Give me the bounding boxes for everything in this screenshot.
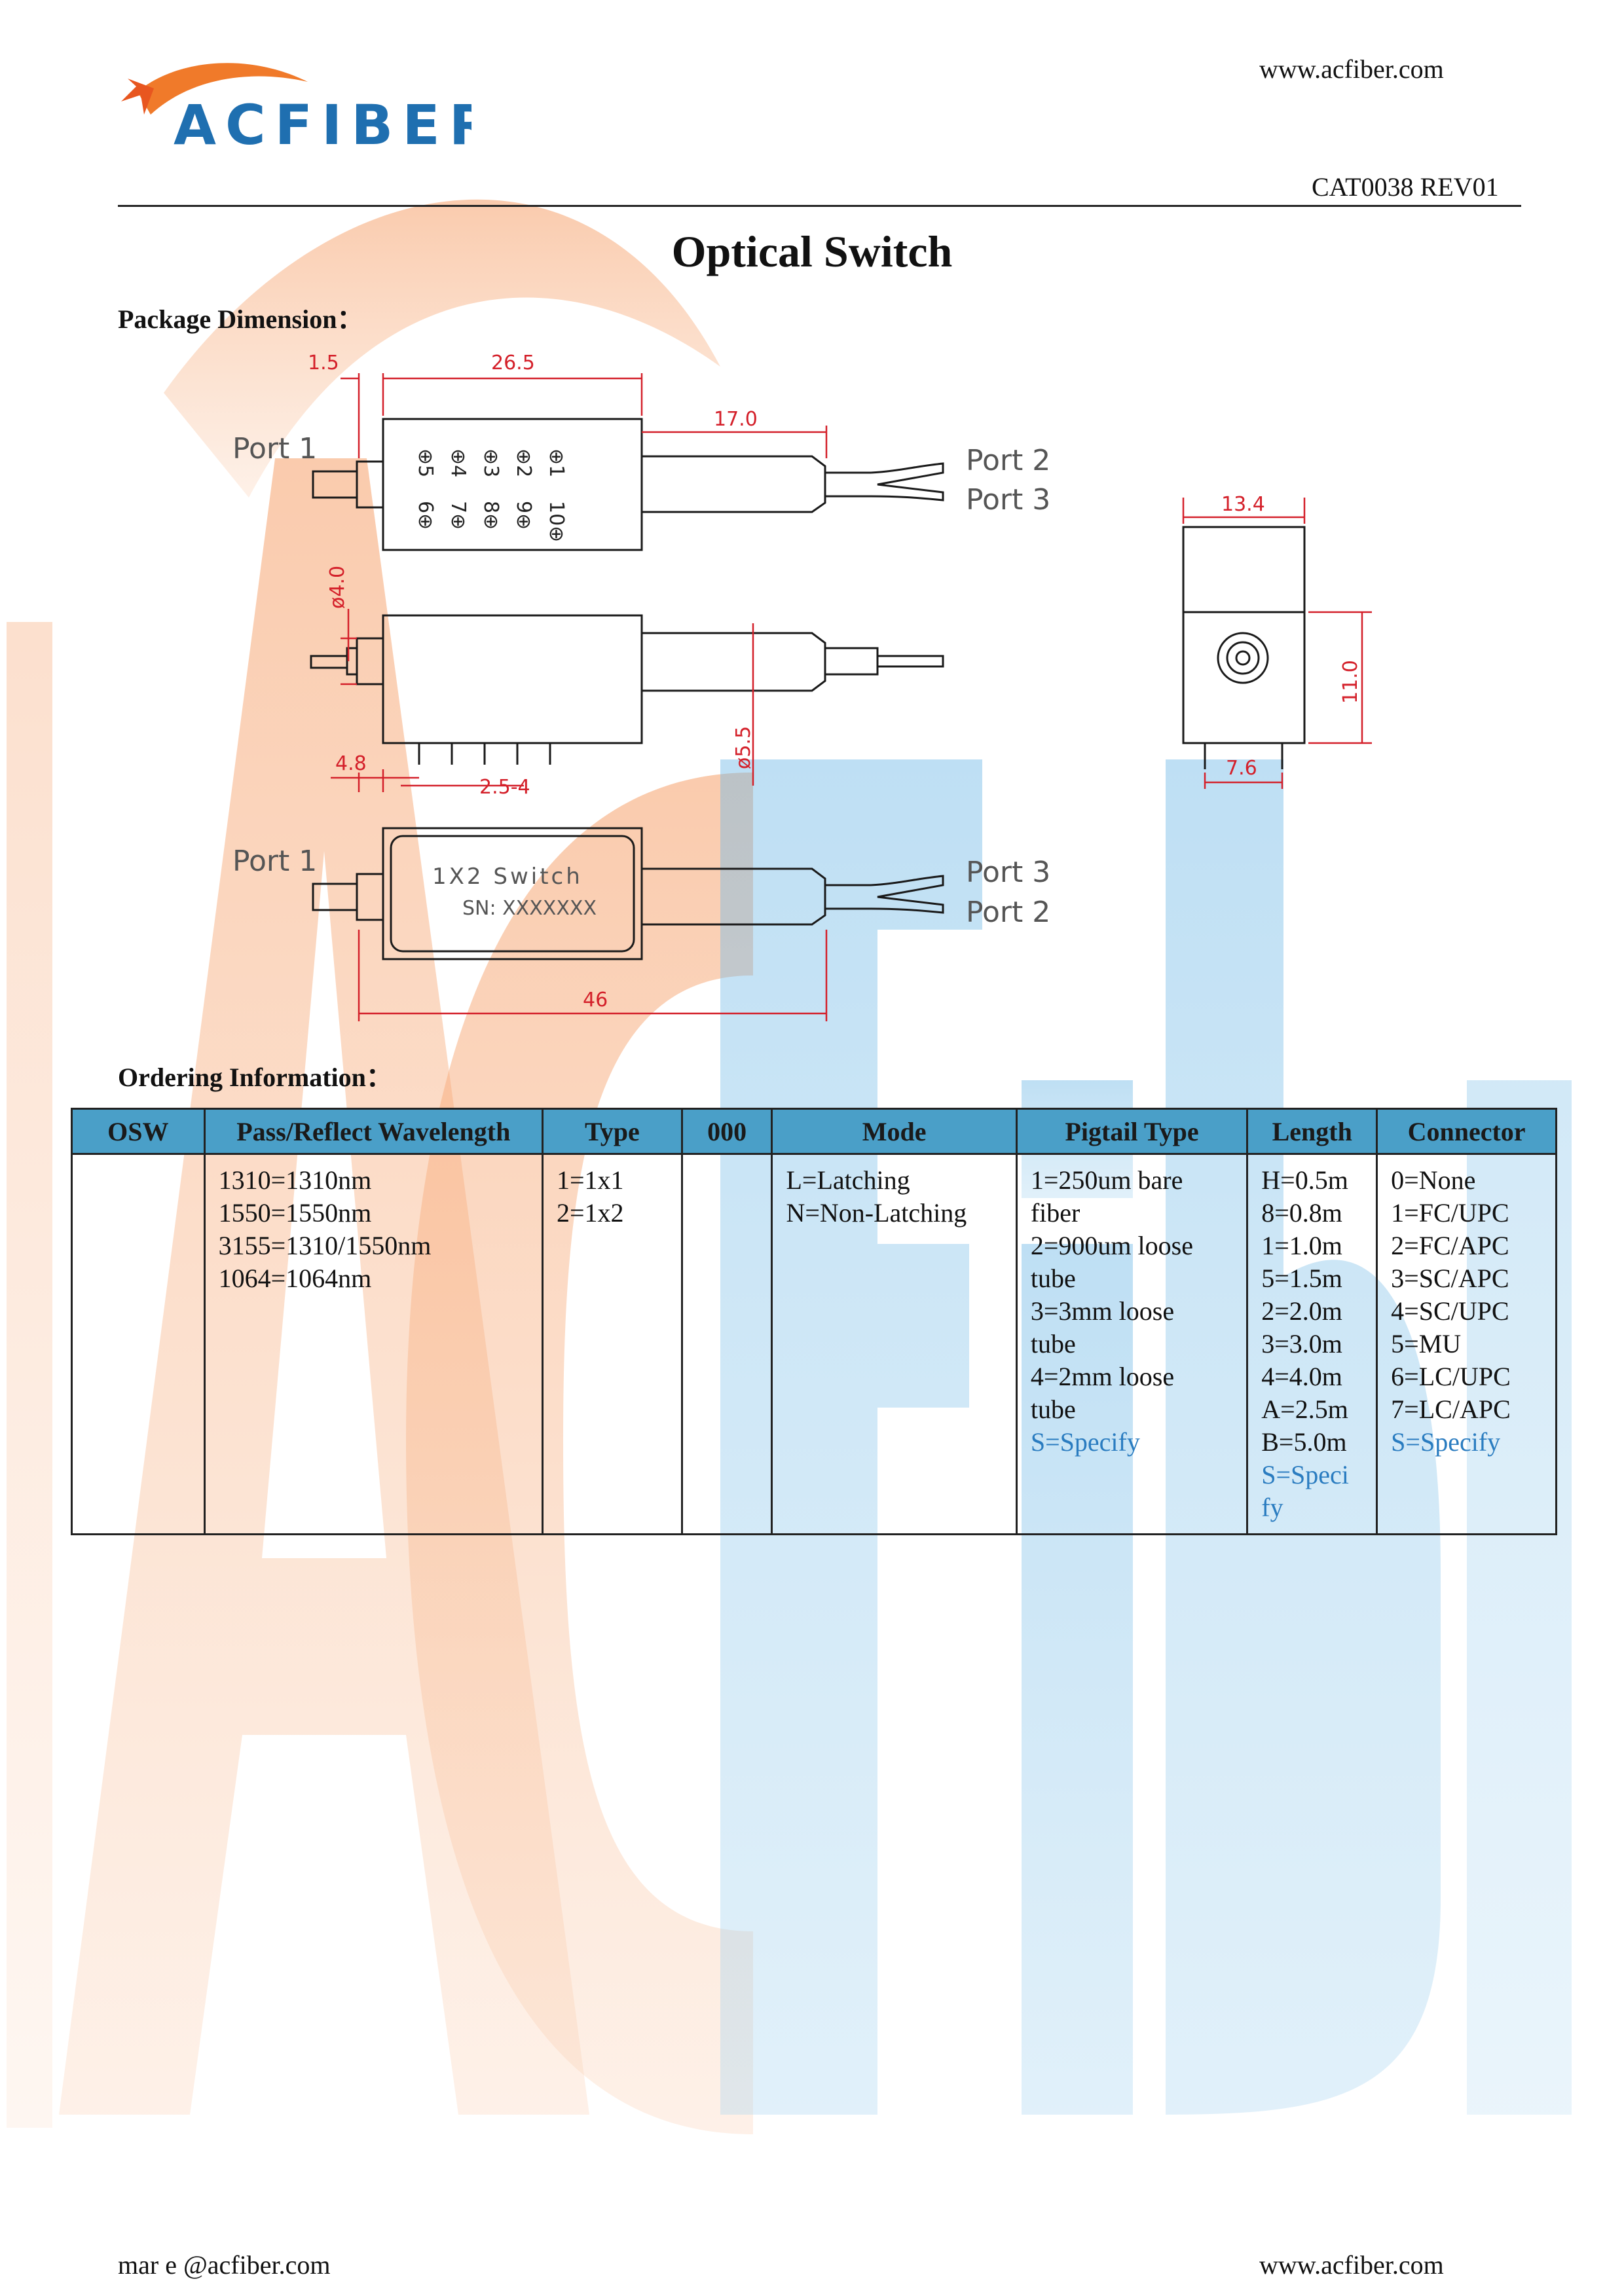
pigtail-option: tube [1030, 1329, 1076, 1358]
connector-option: 1=FC/UPC [1391, 1198, 1509, 1228]
bottom-view-port-3: Port 3 [966, 856, 1050, 889]
wavelength-option: 1550=1550nm [218, 1198, 372, 1228]
cell-length: H=0.5m 8=0.8m 1=1.0m 5=1.5m 2=2.0m 3=3.0… [1246, 1153, 1378, 1535]
top-view-port-3: Port 3 [966, 483, 1050, 517]
connector-option: 0=None [1391, 1165, 1476, 1195]
length-option: 1=1.0m [1261, 1231, 1342, 1260]
header-length: Length [1246, 1108, 1378, 1155]
cell-type: 1=1x1 2=1x2 [541, 1153, 683, 1535]
header-type: Type [541, 1108, 683, 1155]
header-divider [118, 205, 1521, 207]
dim-1-5: 1.5 [308, 352, 339, 374]
length-option: 2=2.0m [1261, 1296, 1342, 1326]
wavelength-option: 1310=1310nm [218, 1165, 372, 1195]
dim-4-8: 4.8 [335, 752, 367, 775]
length-option: 3=3.0m [1261, 1329, 1342, 1358]
mode-option: L=Latching [786, 1165, 910, 1195]
header-website[interactable]: www.acfiber.com [1259, 54, 1444, 84]
pin-label-1: ⊕1 [545, 448, 568, 477]
connector-specify-option: S=Specify [1391, 1427, 1501, 1457]
pin-label-4: ⊕4 [447, 448, 470, 477]
pigtail-option: 4=2mm loose [1030, 1362, 1175, 1391]
pin-numbers: ⊕5 ⊕4 ⊕3 ⊕2 ⊕1 6⊕ 7⊕ 8⊕ 9⊕ 10⊕ [414, 448, 568, 542]
connector-option: 2=FC/APC [1391, 1231, 1509, 1260]
length-option: H=0.5m [1261, 1165, 1348, 1195]
dim-diameter-5-5: ø5.5 [732, 726, 755, 769]
connector-option: 3=SC/APC [1391, 1264, 1509, 1293]
header-connector: Connector [1376, 1108, 1557, 1155]
ordering-information-heading: Ordering Information： [118, 1063, 392, 1092]
length-option: A=2.5m [1261, 1394, 1348, 1424]
table-row: 1310=1310nm 1550=1550nm 3155=1310/1550nm… [71, 1153, 1557, 1535]
header-wavelength: Pass/Reflect Wavelength [203, 1108, 544, 1155]
header-osw: OSW [71, 1108, 206, 1155]
header-mode: Mode [771, 1108, 1018, 1155]
pin-label-6: 6⊕ [414, 501, 437, 530]
pigtail-specify-option: S=Specify [1030, 1427, 1140, 1457]
type-option: 1=1x1 [556, 1165, 624, 1195]
dim-26-5: 26.5 [491, 352, 535, 374]
pigtail-option: 2=900um loose [1030, 1231, 1193, 1260]
brand-name: ACFIBER [174, 93, 471, 157]
dim-46: 46 [583, 989, 608, 1011]
pigtail-option: 1=250um bare [1030, 1165, 1183, 1195]
bottom-view-port-2: Port 2 [966, 896, 1050, 929]
wavelength-option: 1064=1064nm [218, 1264, 372, 1293]
header-pigtail-type: Pigtail Type [1015, 1108, 1249, 1155]
connector-option: 6=LC/UPC [1391, 1362, 1511, 1391]
catalog-code: CAT0038 REV01 [1312, 172, 1499, 202]
table-header-row: OSW Pass/Reflect Wavelength Type 000 Mod… [71, 1108, 1557, 1155]
pin-label-7: 7⊕ [447, 501, 470, 530]
pin-label-10: 10⊕ [545, 501, 568, 542]
cell-000 [680, 1153, 773, 1535]
dim-2-5-4: 2.5-4 [479, 776, 530, 799]
top-view-port-2: Port 2 [966, 444, 1050, 477]
cell-pigtail-type: 1=250um bare fiber 2=900um loose tube 3=… [1015, 1153, 1249, 1535]
device-label: 1X2 Switch SN: XXXXXXX [432, 864, 597, 920]
pin-label-8: 8⊕ [479, 501, 502, 530]
device-model-label: 1X2 Switch [432, 864, 583, 890]
length-option: 4=4.0m [1261, 1362, 1342, 1391]
dim-17-0: 17.0 [714, 408, 758, 431]
cell-connector: 0=None 1=FC/UPC 2=FC/APC 3=SC/APC 4=SC/U… [1376, 1153, 1557, 1535]
connector-option: 5=MU [1391, 1329, 1462, 1358]
pigtail-option: fiber [1030, 1198, 1080, 1228]
pigtail-option: tube [1030, 1394, 1076, 1424]
type-option: 2=1x2 [556, 1198, 624, 1228]
length-option: 5=1.5m [1261, 1264, 1342, 1293]
footer-email[interactable]: mar e @acfiber.com [118, 2250, 331, 2280]
package-dimension-drawing: ⊕5 ⊕4 ⊕3 ⊕2 ⊕1 6⊕ 7⊕ 8⊕ 9⊕ 10⊕ 1.5 26 [232, 352, 1372, 1021]
connector-option: 7=LC/APC [1391, 1394, 1511, 1424]
length-option: 8=0.8m [1261, 1198, 1342, 1228]
wavelength-option: 3155=1310/1550nm [218, 1231, 432, 1260]
length-option: B=5.0m [1261, 1427, 1347, 1457]
dim-13-4: 13.4 [1221, 493, 1265, 516]
cell-mode: L=Latching N=Non-Latching [771, 1153, 1018, 1535]
cell-wavelength: 1310=1310nm 1550=1550nm 3155=1310/1550nm… [203, 1153, 544, 1535]
device-serial-label: SN: XXXXXXX [462, 897, 597, 920]
ordering-table: OSW Pass/Reflect Wavelength Type 000 Mod… [71, 1108, 1557, 1535]
cell-osw [71, 1153, 206, 1535]
pin-label-5: ⊕5 [414, 448, 437, 477]
pigtail-option: 3=3mm loose [1030, 1296, 1175, 1326]
mode-option: N=Non-Latching [786, 1198, 967, 1228]
pigtail-option: tube [1030, 1264, 1076, 1293]
header-000: 000 [680, 1108, 773, 1155]
dim-7-6: 7.6 [1226, 757, 1257, 780]
pin-label-3: ⊕3 [479, 448, 502, 477]
connector-option: 4=SC/UPC [1391, 1296, 1509, 1326]
footer-website[interactable]: www.acfiber.com [1259, 2250, 1444, 2280]
length-specify-option: S=Speci [1261, 1460, 1349, 1489]
acfiber-logo: ACFIBER [121, 63, 471, 157]
pin-label-2: ⊕2 [512, 448, 535, 477]
bottom-view-port-1: Port 1 [232, 845, 317, 878]
dim-diameter-4-0: ø4.0 [326, 566, 349, 609]
top-view-port-1: Port 1 [232, 432, 317, 465]
dim-11-0: 11.0 [1339, 660, 1362, 704]
length-specify-option: fy [1261, 1493, 1283, 1522]
pin-label-9: 9⊕ [512, 501, 535, 530]
